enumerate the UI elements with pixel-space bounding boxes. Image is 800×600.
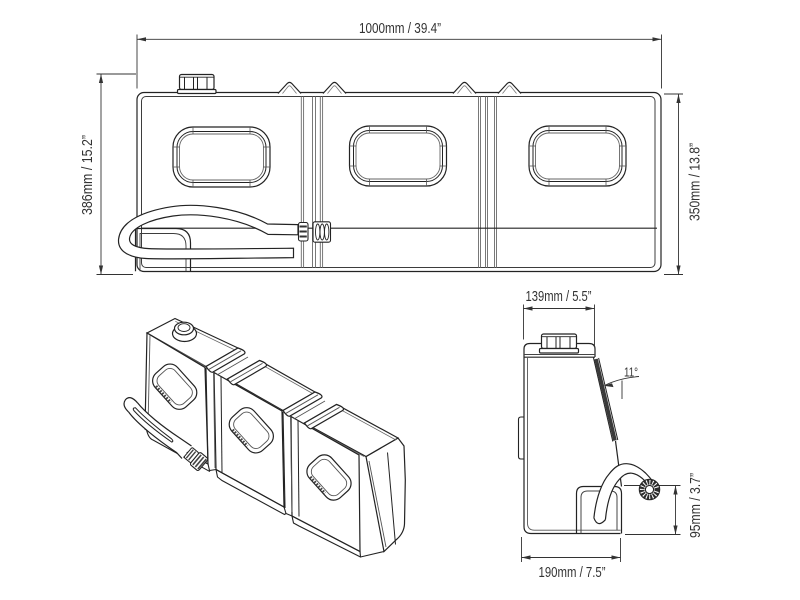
svg-text:95mm / 3.7”: 95mm / 3.7” xyxy=(688,473,704,538)
svg-text:350mm / 13.8”: 350mm / 13.8” xyxy=(688,143,704,221)
svg-text:1000mm / 39.4”: 1000mm / 39.4” xyxy=(359,21,441,37)
svg-text:11°: 11° xyxy=(624,366,638,380)
svg-text:139mm / 5.5”: 139mm / 5.5” xyxy=(526,289,592,305)
svg-text:386mm / 15.2”: 386mm / 15.2” xyxy=(80,135,96,215)
svg-text:190mm / 7.5”: 190mm / 7.5” xyxy=(539,565,606,581)
